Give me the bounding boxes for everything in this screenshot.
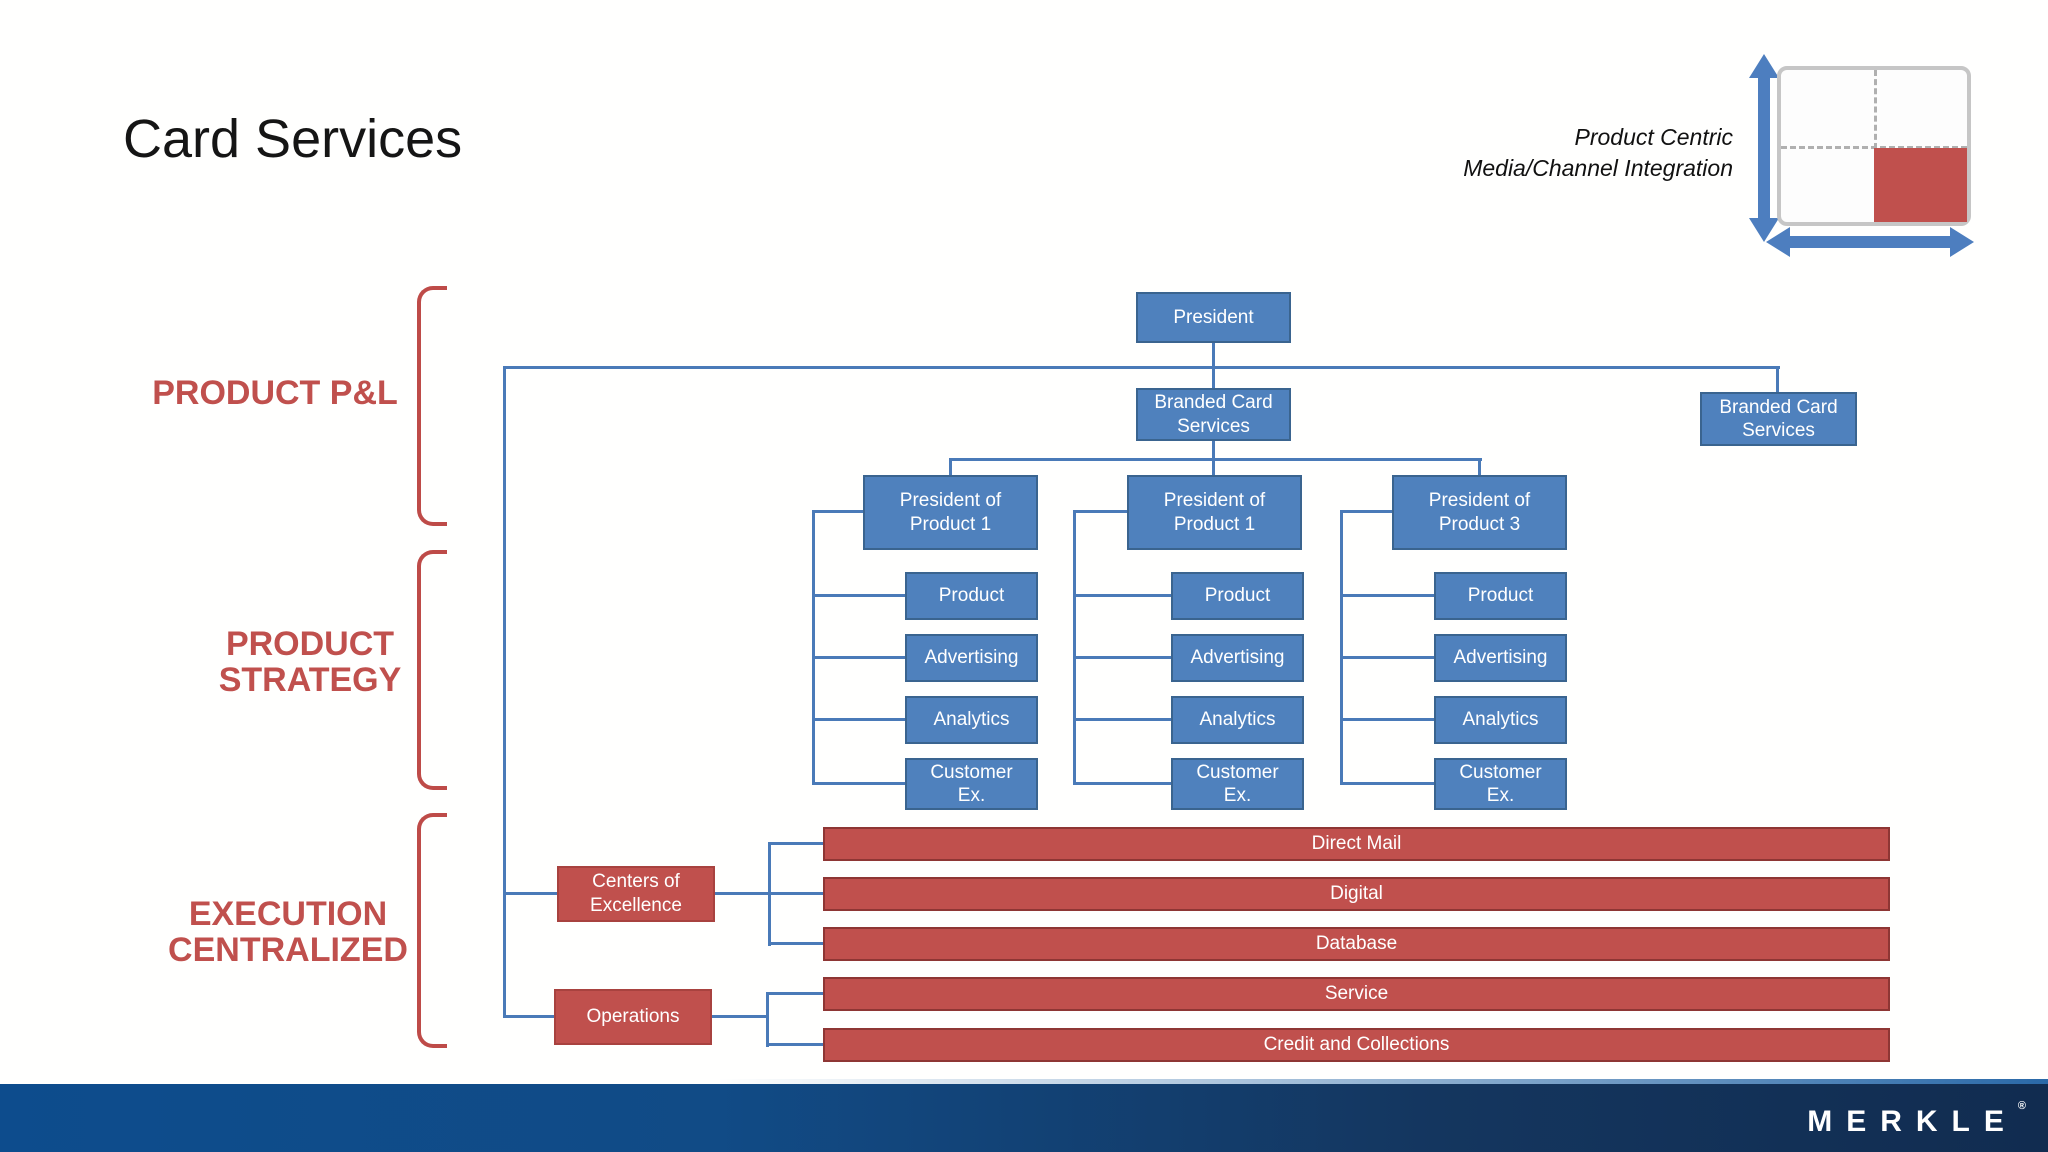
merkle-logo-text: MERKLE <box>1807 1105 2018 1138</box>
connector-bcs-drop <box>1212 441 1215 460</box>
org-box-g1-customer-ex: Customer Ex. <box>905 758 1038 810</box>
org-box-g3-product: Product <box>1434 572 1567 620</box>
connector-g1-stub-2 <box>812 656 905 659</box>
channel-bar-digital: Digital <box>823 877 1890 911</box>
connector-group2-drop <box>1212 458 1215 475</box>
connector-g1-stub-4 <box>812 782 905 785</box>
connector-main-horizontal <box>503 366 1780 369</box>
connector-g2-stub-4 <box>1073 782 1171 785</box>
connector-ops-bar-stub-1 <box>766 992 823 995</box>
connector-coe-left-stub <box>503 892 557 895</box>
connector-g3-stub-4 <box>1340 782 1434 785</box>
org-box-g1-analytics: Analytics <box>905 696 1038 744</box>
org-box-president-product-3: President of Product 3 <box>1392 475 1567 550</box>
org-box-g1-product: Product <box>905 572 1038 620</box>
org-box-g2-analytics: Analytics <box>1171 696 1304 744</box>
connector-g3-stub-3 <box>1340 718 1434 721</box>
org-box-g1-advertising: Advertising <box>905 634 1038 682</box>
connector-group3-drop <box>1478 458 1481 475</box>
connector-ops-right <box>712 1015 769 1018</box>
connector-coe-bar-stub-1 <box>768 842 823 845</box>
org-box-g2-advertising: Advertising <box>1171 634 1304 682</box>
merkle-logo: MERKLE® <box>1807 1100 2026 1139</box>
axis-arrow-horizontal-icon <box>1766 227 1974 257</box>
merkle-logo-mark: ® <box>2017 1100 2026 1112</box>
org-box-centers-of-excellence: Centers of Excellence <box>557 866 715 922</box>
connector-splitter <box>949 458 1482 461</box>
connector-g3-rail <box>1340 510 1343 785</box>
connector-g3-stub-1 <box>1340 594 1434 597</box>
org-box-branded-card-services-right: Branded Card Services <box>1700 392 1857 446</box>
section-label-product-strategy: PRODUCT STRATEGY <box>218 625 402 699</box>
org-box-branded-card-services: Branded Card Services <box>1136 388 1291 441</box>
connector-ops-bar-stub-2 <box>766 1043 823 1046</box>
connector-g2-rail <box>1073 510 1076 785</box>
org-box-g3-analytics: Analytics <box>1434 696 1567 744</box>
section-bracket-3 <box>417 813 447 1048</box>
axis-arrow-vertical-icon <box>1749 54 1779 242</box>
quadrant-caption-line1: Product Centric <box>1574 124 1733 150</box>
quadrant-matrix <box>1777 66 1971 226</box>
connector-g3-head-stub <box>1340 510 1392 513</box>
quadrant-horizontal-divider <box>1781 146 1967 149</box>
connector-left-rail <box>503 366 506 1018</box>
connector-g1-head-stub <box>812 510 863 513</box>
channel-bar-direct-mail: Direct Mail <box>823 827 1890 861</box>
org-box-g2-customer-ex: Customer Ex. <box>1171 758 1304 810</box>
org-box-president-product-2: President of Product 1 <box>1127 475 1302 550</box>
channel-bar-credit-collections: Credit and Collections <box>823 1028 1890 1062</box>
org-box-president: President <box>1136 292 1291 343</box>
org-box-president-product-1: President of Product 1 <box>863 475 1038 550</box>
connector-group1-drop <box>949 458 952 475</box>
org-box-operations: Operations <box>554 989 712 1045</box>
section-label-product-pl: PRODUCT P&L <box>152 374 398 412</box>
footer-bar: MERKLE® <box>0 1084 2048 1152</box>
connector-coe-bar-stub-3 <box>768 942 823 945</box>
channel-bar-database: Database <box>823 927 1890 961</box>
channel-bar-service: Service <box>823 977 1890 1011</box>
section-bracket-2 <box>417 550 447 790</box>
page-title: Card Services <box>123 109 463 169</box>
quadrant-highlight-cell <box>1874 147 1967 222</box>
org-box-g3-advertising: Advertising <box>1434 634 1567 682</box>
footer-highlight-rule <box>0 1079 2048 1084</box>
connector-g1-stub-3 <box>812 718 905 721</box>
connector-coe-right <box>715 892 771 895</box>
connector-g1-rail <box>812 510 815 785</box>
section-label-execution-centralized: EXECUTION CENTRALIZED <box>168 895 408 969</box>
quadrant-caption-line2: Media/Channel Integration <box>1463 155 1733 181</box>
connector-g3-stub-2 <box>1340 656 1434 659</box>
connector-ops-rail <box>766 992 769 1047</box>
connector-g2-stub-2 <box>1073 656 1171 659</box>
connector-g2-head-stub <box>1073 510 1127 513</box>
quadrant-caption: Product Centric Media/Channel Integratio… <box>1233 122 1733 184</box>
connector-coe-bar-stub-2 <box>768 892 823 895</box>
section-bracket-1 <box>417 286 447 526</box>
connector-g1-stub-1 <box>812 594 905 597</box>
connector-g2-stub-1 <box>1073 594 1171 597</box>
connector-right-bcs-drop <box>1776 366 1779 392</box>
org-box-g2-product: Product <box>1171 572 1304 620</box>
connector-g2-stub-3 <box>1073 718 1171 721</box>
org-box-g3-customer-ex: Customer Ex. <box>1434 758 1567 810</box>
connector-ops-left-stub <box>503 1015 554 1018</box>
